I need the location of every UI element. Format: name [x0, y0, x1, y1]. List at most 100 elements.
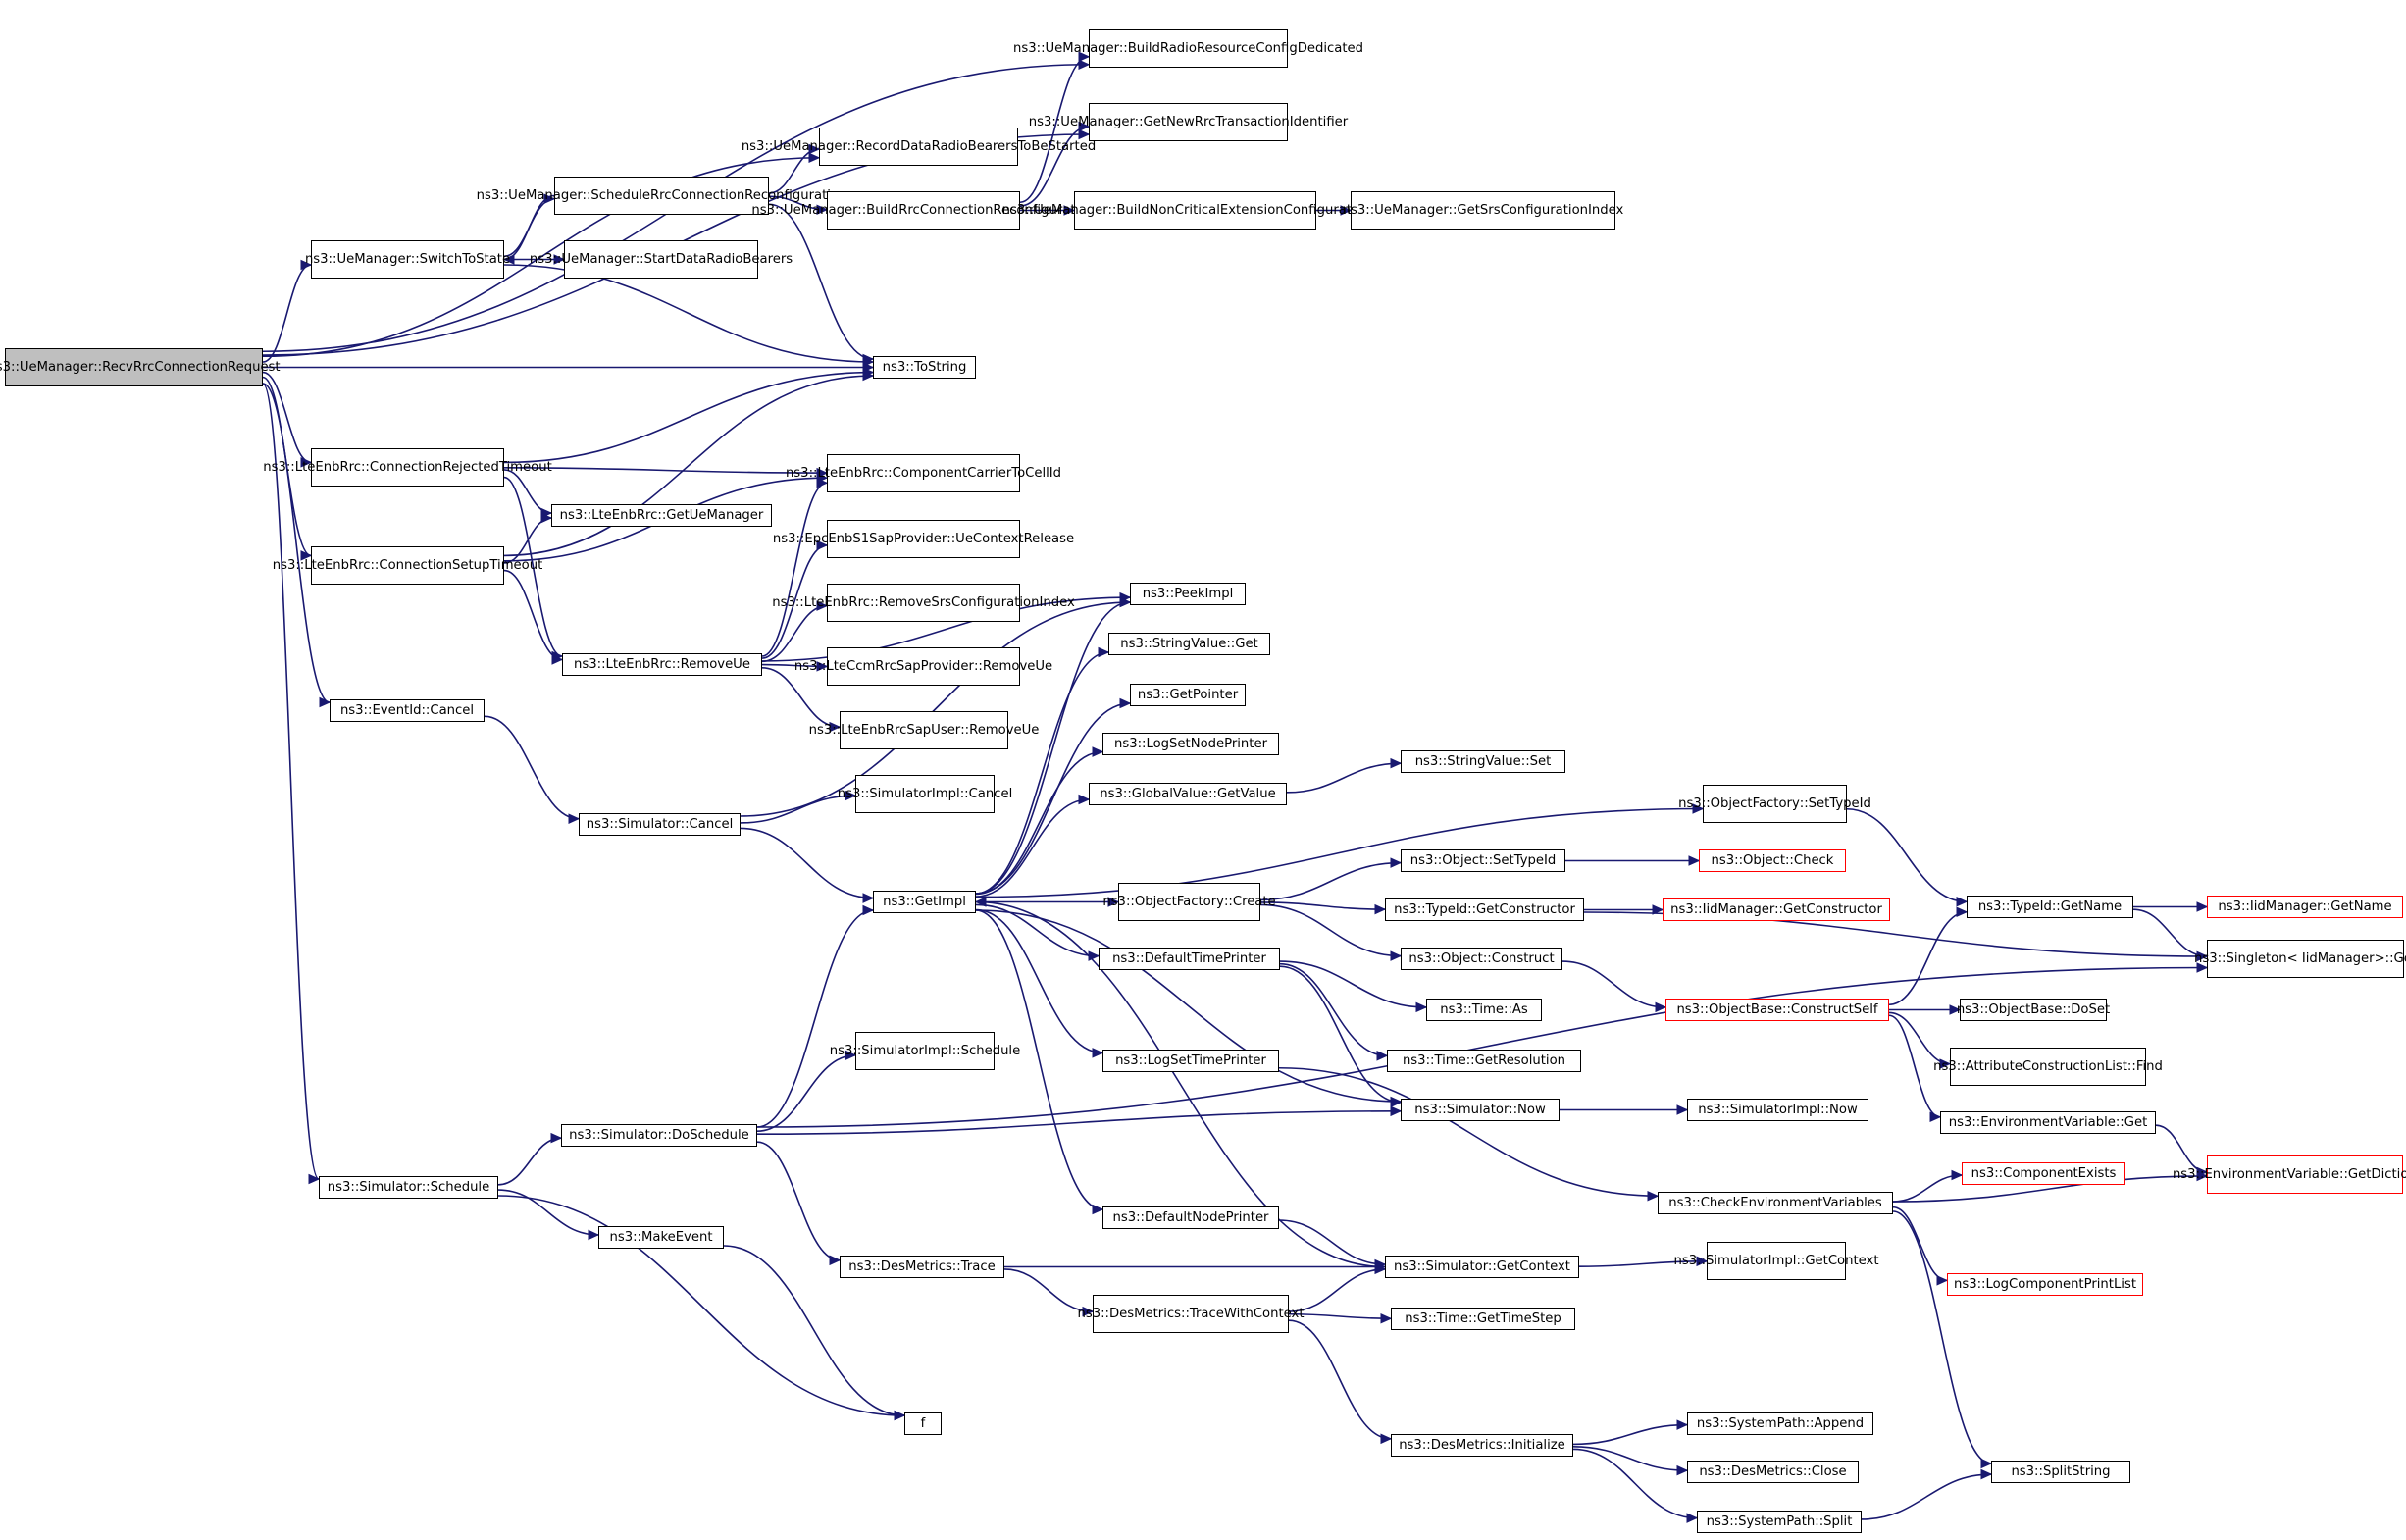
node-ns3-logsetnodeprinter[interactable]: ns3::LogSetNodePrinter — [1102, 733, 1279, 755]
edge-arrowhead — [816, 600, 829, 611]
node-label-line: ns3::SimulatorImpl — [837, 787, 960, 801]
node-ns3-environmentvariable-get[interactable]: ns3::EnvironmentVariable::Get — [1940, 1111, 2156, 1134]
edge-arrowhead — [1390, 950, 1403, 961]
node-ns3-defaultnodeprinter[interactable]: ns3::DefaultNodePrinter — [1102, 1206, 1279, 1229]
node-ns3-simulator-doschedule[interactable]: ns3::Simulator::DoSchedule — [561, 1124, 757, 1147]
node-ns3-desmetrics-close[interactable]: ns3::DesMetrics::Close — [1687, 1461, 1859, 1483]
node-ns3-objectfactory-settypeid[interactable]: ns3::ObjectFactory::SetTypeId — [1678, 785, 1871, 823]
node-label-line: RadioBearers — [706, 252, 793, 267]
node-ns3-objectfactory-create[interactable]: ns3::ObjectFactory::Create — [1102, 883, 1276, 921]
node-ns3-lteenbrrcsapuser-removeue[interactable]: ns3::LteEnbRrcSapUser::RemoveUe — [809, 711, 1039, 749]
node-ns3-makeevent[interactable]: ns3::MakeEvent — [598, 1226, 724, 1249]
node-ns3-logsettimeprinter[interactable]: ns3::LogSetTimePrinter — [1102, 1050, 1279, 1072]
edge-arrowhead — [1390, 757, 1403, 769]
edge-arrowhead — [816, 477, 829, 488]
edge-ofc-to-oc — [1259, 903, 1402, 957]
edge-tign-to-sing — [2132, 908, 2208, 957]
edge-dmtwc-to-tgts — [1288, 1312, 1392, 1320]
node-ns3-simulatorimpl-now[interactable]: ns3::SimulatorImpl::Now — [1687, 1099, 1868, 1121]
node-ns3-lteccmrrcsapprovider-removeue[interactable]: ns3::LteCcmRrcSapProvider::RemoveUe — [794, 647, 1052, 686]
node-ns3-tostring[interactable]: ns3::ToString — [873, 356, 976, 379]
node-ns3-systempath-append[interactable]: ns3::SystemPath::Append — [1687, 1412, 1873, 1435]
edge-dnp-to-simgc — [1278, 1219, 1386, 1265]
node-label-line: SetupTimeout — [452, 558, 543, 573]
node-ns3-simulatorimpl-getcontext[interactable]: ns3::SimulatorImpl::GetContext — [1674, 1242, 1879, 1280]
node-ns3-iidmanager-getname[interactable]: ns3::IidManager::GetName — [2207, 896, 2403, 918]
node-label-line: ns3::EnvironmentVariable::Get — [1948, 1115, 2148, 1130]
node-label-line: ns3::Simulator::Schedule — [327, 1180, 490, 1195]
node-ns3-epcenbs1sapprovider-uecontextrelease[interactable]: ns3::EpcEnbS1SapProvider::UeContextRelea… — [773, 520, 1074, 558]
node-ns3-checkenvironmentvariables[interactable]: ns3::CheckEnvironmentVariables — [1658, 1192, 1893, 1214]
node-ns3-logcomponentprintlist[interactable]: ns3::LogComponentPrintList — [1947, 1273, 2143, 1296]
edge-ofst-to-tign — [1846, 807, 1968, 903]
node-label-line: Index — [1588, 203, 1624, 218]
node-ns3-desmetrics-initialize[interactable]: ns3::DesMetrics::Initialize — [1391, 1434, 1573, 1457]
node-ns3-componentexists[interactable]: ns3::ComponentExists — [1962, 1162, 2125, 1185]
node-label-line: ns3::EnvironmentVariable — [2172, 1167, 2340, 1182]
node-ns3-objectbase-constructself[interactable]: ns3::ObjectBase::ConstructSelf — [1665, 999, 1889, 1021]
node-ns3-getpointer[interactable]: ns3::GetPointer — [1130, 684, 1246, 706]
node-ns3-time-getresolution[interactable]: ns3::Time::GetResolution — [1387, 1050, 1581, 1072]
node-ns3-simulator-schedule[interactable]: ns3::Simulator::Schedule — [319, 1176, 498, 1199]
node-ns3-singleton-iidmanager-get[interactable]: ns3::Singleton< IidManager>::Get — [2194, 940, 2406, 978]
node-label-line: ns3::SystemPath::Split — [1706, 1514, 1853, 1529]
node-ns3-simulator-cancel[interactable]: ns3::Simulator::Cancel — [579, 813, 741, 836]
node-ns3-simulator-now[interactable]: ns3::Simulator::Now — [1401, 1099, 1560, 1121]
node-ns3-time-as[interactable]: ns3::Time::As — [1426, 999, 1542, 1021]
node-ns3-simulatorimpl-cancel[interactable]: ns3::SimulatorImpl::Cancel — [838, 775, 1012, 813]
node-label-line: ns3::GetImpl — [883, 895, 966, 909]
node-ns3-systempath-split[interactable]: ns3::SystemPath::Split — [1697, 1511, 1862, 1533]
node-ns3-typeid-getname[interactable]: ns3::TypeId::GetName — [1967, 896, 2133, 918]
node-f[interactable]: f — [904, 1412, 942, 1435]
node-ns3-time-gettimestep[interactable]: ns3::Time::GetTimeStep — [1391, 1308, 1575, 1330]
edge-sts-to-tostr — [503, 264, 874, 363]
node-ns3-globalvalue-getvalue[interactable]: ns3::GlobalValue::GetValue — [1089, 783, 1287, 805]
node-ns3-iidmanager-getconstructor[interactable]: ns3::IidManager::GetConstructor — [1663, 898, 1890, 921]
node-ns3-defaulttimeprinter[interactable]: ns3::DefaultTimePrinter — [1099, 948, 1280, 970]
node-ns3-objectbase-doset[interactable]: ns3::ObjectBase::DoSet — [1957, 999, 2110, 1021]
node-ns3-typeid-getconstructor[interactable]: ns3::TypeId::GetConstructor — [1385, 898, 1584, 921]
edge-obcs-to-evget — [1888, 1014, 1941, 1118]
node-ns3-lteenbrrc-removeue[interactable]: ns3::LteEnbRrc::RemoveUe — [562, 653, 762, 676]
node-label-line: ns3::DesMetrics::Trace — [848, 1259, 996, 1274]
node-label-line: ns3::DesMetrics::Initialize — [1399, 1438, 1565, 1453]
node-label-line: ns3::Simulator::Cancel — [586, 817, 734, 832]
node-ns3-stringvalue-get[interactable]: ns3::StringValue::Get — [1108, 633, 1270, 655]
node-label-line: ns3::Simulator::DoSchedule — [569, 1128, 749, 1143]
node-label-line: ns3::LteEnbRrc::GetUeManager — [559, 508, 764, 523]
node-ns3-desmetrics-trace[interactable]: ns3::DesMetrics::Trace — [840, 1256, 1004, 1278]
node-ns3-object-settypeid[interactable]: ns3::Object::SetTypeId — [1401, 849, 1565, 872]
edge-brrc-to-brrcd — [1019, 55, 1090, 204]
node-ns3-eventid-cancel[interactable]: ns3::EventId::Cancel — [330, 699, 485, 722]
node-ns3-lteenbrrc-getuemanager[interactable]: ns3::LteEnbRrc::GetUeManager — [551, 504, 772, 527]
node-ns3-object-check[interactable]: ns3::Object::Check — [1699, 849, 1846, 872]
node-ns3-environmentvariable-getdictionary[interactable]: ns3::EnvironmentVariable::GetDictionary — [2173, 1155, 2406, 1194]
node-ns3-peekimpl[interactable]: ns3::PeekImpl — [1130, 583, 1246, 605]
node-label-line: ns3::AttributeConstruction — [1933, 1059, 2105, 1074]
node-ns3-object-construct[interactable]: ns3::Object::Construct — [1401, 948, 1562, 970]
node-ns3-splitstring[interactable]: ns3::SplitString — [1991, 1461, 2130, 1483]
node-label-line: ns3::SimulatorImpl — [829, 1044, 952, 1058]
node-ns3-simulatorimpl-schedule[interactable]: ns3::SimulatorImpl::Schedule — [830, 1032, 1020, 1070]
edge-cev-to-ss — [1892, 1210, 1992, 1464]
node-ns3-stringvalue-set[interactable]: ns3::StringValue::Set — [1401, 750, 1565, 773]
node-ns3-simulator-getcontext[interactable]: ns3::Simulator::GetContext — [1385, 1256, 1579, 1278]
node-ns3-getimpl[interactable]: ns3::GetImpl — [873, 891, 976, 913]
edge-arrowhead — [1390, 1097, 1403, 1108]
